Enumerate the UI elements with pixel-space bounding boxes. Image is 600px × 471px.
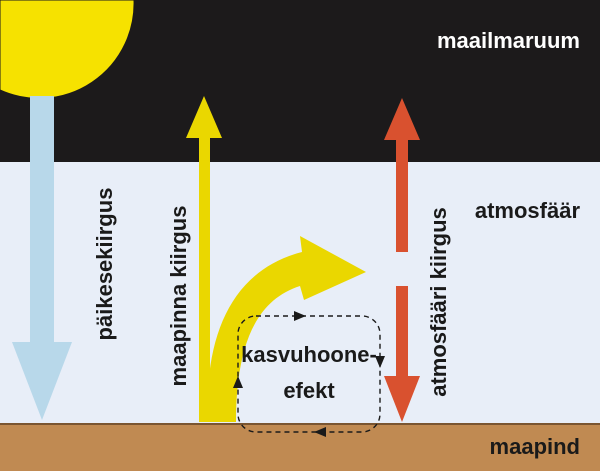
solar-radiation-arrow [12,96,72,420]
ground-zone [0,424,600,471]
solar-radiation-label: päikesekiirgus [92,188,117,341]
greenhouse-loop [237,315,381,433]
atmosphere-label: atmosfäär [475,198,581,223]
atmospheric-radiation-label: atmosfääri kiirgus [426,207,451,397]
loop-arrowhead-left [314,427,326,437]
atmosphere-zone [0,162,600,424]
surface-radiation-arrow [186,96,222,422]
curved-radiation-arrow [207,236,366,422]
atmospheric-radiation-arrow-up [384,98,420,252]
greenhouse-effect-line2: efekt [283,378,335,403]
loop-arrowhead-right [294,311,306,321]
space-label: maailmaruum [437,28,580,53]
atmospheric-radiation-arrow-down [384,286,420,422]
loop-arrowhead-down [375,356,385,368]
sun-icon [0,0,135,99]
surface-radiation-label: maapinna kiirgus [166,206,191,387]
loop-arrowhead-up [233,376,243,388]
ground-label: maapind [490,434,580,459]
greenhouse-effect-line1: kasvuhoone- [241,342,377,367]
